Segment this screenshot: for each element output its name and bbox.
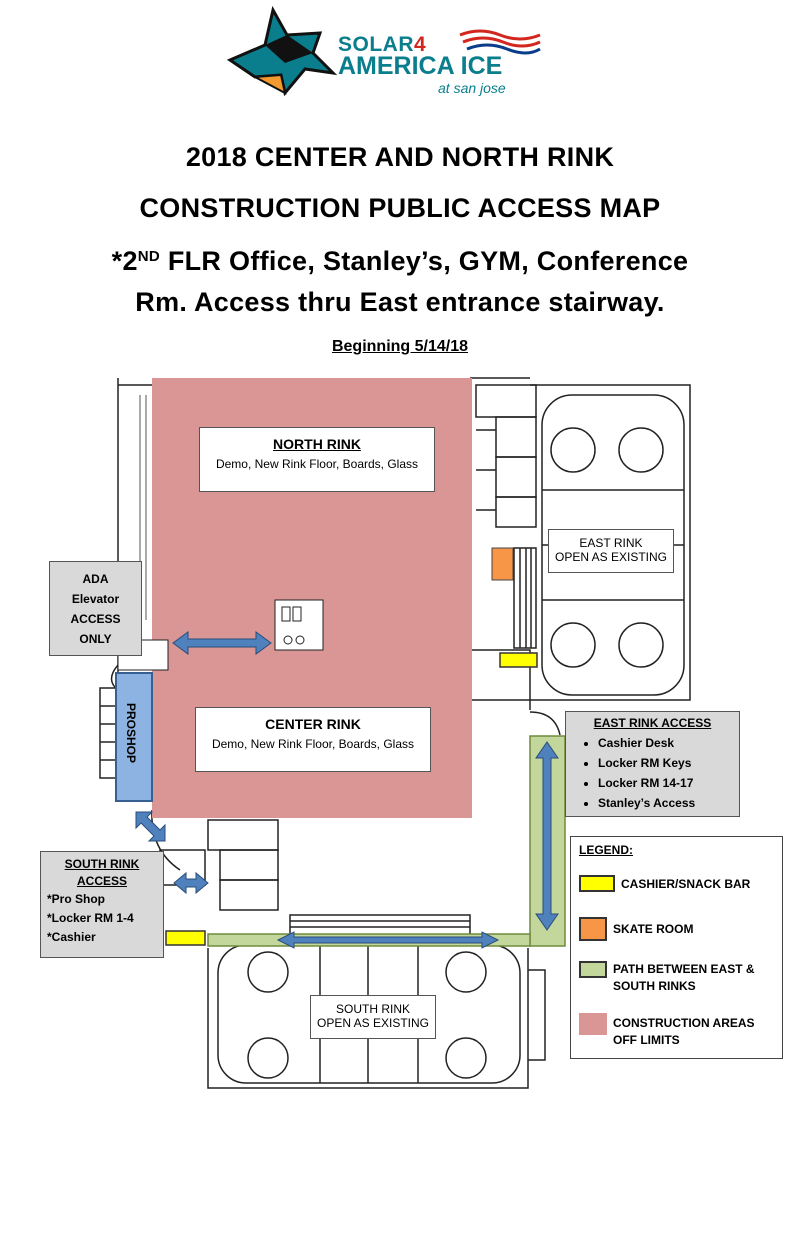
legend-item-skate-room: SKATE ROOM xyxy=(579,917,693,941)
proshop-arrow xyxy=(135,811,166,842)
skate-room xyxy=(491,547,514,581)
east-rink-line1: EAST RINK xyxy=(579,536,643,550)
south-cashier xyxy=(165,930,206,946)
east-rink-access-box: EAST RINK ACCESS Cashier Desk Locker RM … xyxy=(565,711,740,817)
south-access-heading-2: ACCESS xyxy=(76,874,127,888)
legend-item-construction: CONSTRUCTION AREAS OFF LIMITS xyxy=(579,1013,779,1049)
legend-label: SKATE ROOM xyxy=(613,922,694,936)
north-rink-label: NORTH RINK Demo, New Rink Floor, Boards,… xyxy=(199,427,435,492)
ada-elevator-label: ADA Elevator ACCESS ONLY xyxy=(49,561,142,656)
east-cashier xyxy=(499,652,538,668)
south-rink-label: SOUTH RINK OPEN AS EXISTING xyxy=(310,995,436,1039)
shark-logo-icon xyxy=(226,5,541,97)
south-entry-arrow xyxy=(173,871,209,895)
south-path-arrow xyxy=(276,931,500,949)
list-item: Stanley’s Access xyxy=(598,793,733,813)
legend-heading: LEGEND: xyxy=(579,843,633,857)
list-item: *Pro Shop xyxy=(47,892,106,906)
legend: LEGEND: CASHIER/SNACK BAR SKATE ROOM PAT… xyxy=(570,836,783,1059)
legend-swatch xyxy=(579,875,615,892)
list-item: Locker RM 14-17 xyxy=(598,773,733,793)
center-rink-label: CENTER RINK Demo, New Rink Floor, Boards… xyxy=(195,707,431,772)
title-line-3: *2ND FLR Office, Stanley’s, GYM, Confere… xyxy=(111,246,689,276)
logo-text-solar: SOLAR4 xyxy=(338,33,427,56)
ada-line2: Elevator xyxy=(71,592,120,606)
east-rink-label: EAST RINK OPEN AS EXISTING xyxy=(548,529,674,573)
south-rink-line2: OPEN AS EXISTING xyxy=(316,1016,430,1030)
list-item: Locker RM Keys xyxy=(598,753,733,773)
north-rink-text: Demo, New Rink Floor, Boards, Glass xyxy=(215,457,419,471)
south-access-heading-1: SOUTH RINK xyxy=(64,857,140,871)
legend-label: CASHIER/SNACK BAR xyxy=(621,877,751,891)
north-rink-heading: NORTH RINK xyxy=(273,436,361,452)
east-rink-line2: OPEN AS EXISTING xyxy=(554,550,668,564)
legend-label: CONSTRUCTION AREAS OFF LIMITS xyxy=(613,1016,755,1047)
center-rink-text: Demo, New Rink Floor, Boards, Glass xyxy=(211,737,415,751)
ada-line3: ACCESS xyxy=(70,612,121,626)
north-corridor-arrow xyxy=(172,631,272,655)
south-rink-line1: SOUTH RINK xyxy=(335,1002,410,1016)
south-rink-access-box: SOUTH RINK ACCESS *Pro Shop *Locker RM 1… xyxy=(40,851,164,958)
start-date: Beginning 5/14/18 xyxy=(331,338,469,355)
logo-text-america-ice: AMERICA ICE xyxy=(338,52,503,80)
ada-line1: ADA xyxy=(82,572,109,586)
east-access-heading: EAST RINK ACCESS xyxy=(593,716,712,730)
legend-swatch xyxy=(579,961,607,978)
title-line-2: CONSTRUCTION PUBLIC ACCESS MAP xyxy=(139,193,661,223)
title-line-1: 2018 CENTER AND NORTH RINK xyxy=(185,142,615,172)
title-line-4: Rm. Access thru East entrance stairway. xyxy=(135,287,665,317)
legend-item-path: PATH BETWEEN EAST & SOUTH RINKS xyxy=(579,961,779,995)
proshop xyxy=(115,672,153,802)
ada-line4: ONLY xyxy=(79,632,112,646)
list-item: *Cashier xyxy=(47,930,96,944)
legend-swatch xyxy=(579,917,607,941)
east-path-arrow xyxy=(535,741,559,931)
legend-swatch xyxy=(579,1013,607,1035)
legend-label: PATH BETWEEN EAST & SOUTH RINKS xyxy=(613,962,755,993)
list-item: *Locker RM 1-4 xyxy=(47,911,134,925)
legend-item-cashier: CASHIER/SNACK BAR xyxy=(579,875,750,892)
east-access-list: Cashier Desk Locker RM Keys Locker RM 14… xyxy=(572,733,733,813)
list-item: Cashier Desk xyxy=(598,733,733,753)
center-rink-heading: CENTER RINK xyxy=(265,716,361,732)
proshop-label: PROSHOP xyxy=(124,703,138,764)
logo-text-san-jose: at san jose xyxy=(438,80,506,96)
